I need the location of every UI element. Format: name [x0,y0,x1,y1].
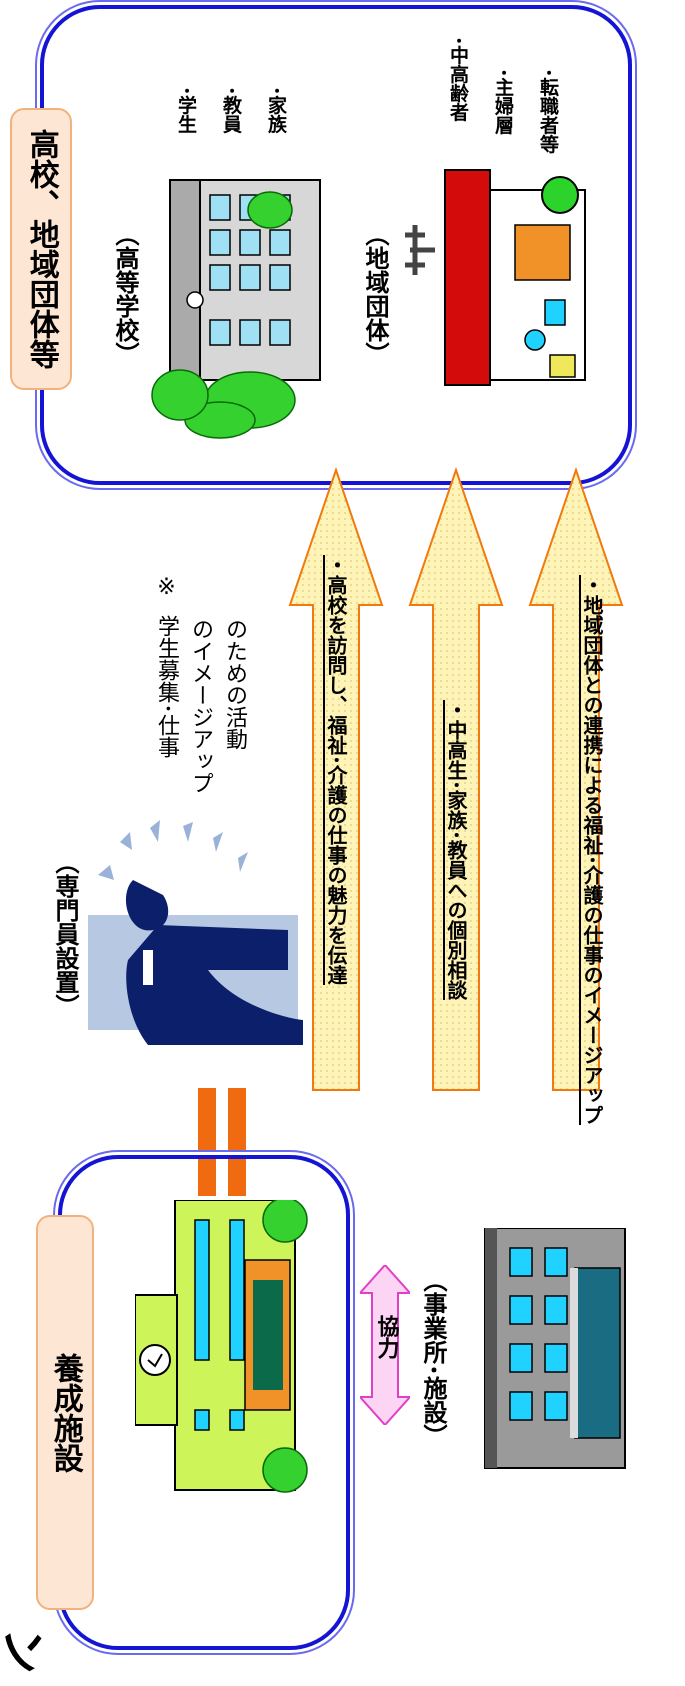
arrow-individual-consultation [408,466,504,1091]
cooperation-double-arrow [360,1265,410,1425]
school-member-families: ･家族 [265,86,287,134]
community-member-homemakers: ･主婦層 [492,68,514,135]
training-facility-tag-text: 養成施設 [47,1352,83,1473]
high-school-building-illustration [151,179,321,439]
specialist-note-line-3: のための活動 [222,618,247,750]
corner-glyph: ン [0,1628,50,1674]
specialist-note-line-1: 学生募集･仕事 [154,615,179,759]
school-member-teachers: ･教員 [220,86,242,134]
cooperation-label: 協力 [373,1315,399,1359]
schools-community-tag-text: 高校、地域団体等 [23,129,59,369]
arrow-text-individual-consultation: ・中高生･家族･教員への個別相談 [444,700,468,1000]
training-facility-building-illustration [135,1200,308,1493]
community-group-label: （地域団体） [361,222,389,366]
specialist-note-line-2: のイメージアップ [188,618,213,794]
community-member-career-changers: ･転職者等 [537,68,559,154]
arrow-text-community-image-up: ・地域団体との連携による福祉･介護の仕事のイメージアップ [545,575,605,1125]
equals-bar-1 [198,1088,216,1196]
training-facility-tag: 養成施設 [36,1215,94,1610]
business-facility-building-illustration [484,1228,626,1469]
business-facility-label: （事業所･施設） [419,1268,447,1448]
arrow-visit-schools [288,466,384,1091]
schools-community-tag: 高校、地域団体等 [10,108,72,390]
arrow-text-visit-schools: ・高校を訪問し、福祉･介護の仕事の魅力を伝達 [324,555,348,985]
equals-bar-2 [228,1088,246,1196]
community-members-list: ･中高齢者 ･主婦層 ･転職者等 [434,36,564,154]
community-member-seniors: ･中高齢者 [447,36,469,122]
high-school-label: （高等学校） [111,222,139,366]
community-house-illustration [405,169,586,386]
specialist-note: ※ [150,575,183,600]
school-member-students: ･学生 [175,86,197,134]
arrow-text-community-image-up-content: ・地域団体との連携による福祉･介護の仕事のイメージアップ [580,575,604,1125]
arrow-community-image-up [528,466,624,1091]
school-members-list: ･学生 ･教員 ･家族 [172,86,292,166]
specialist-person-icon [88,820,303,1045]
specialist-label: （専門員設置） [51,850,79,1018]
equals-sign [198,1088,246,1196]
note-mark: ※ [154,575,179,600]
